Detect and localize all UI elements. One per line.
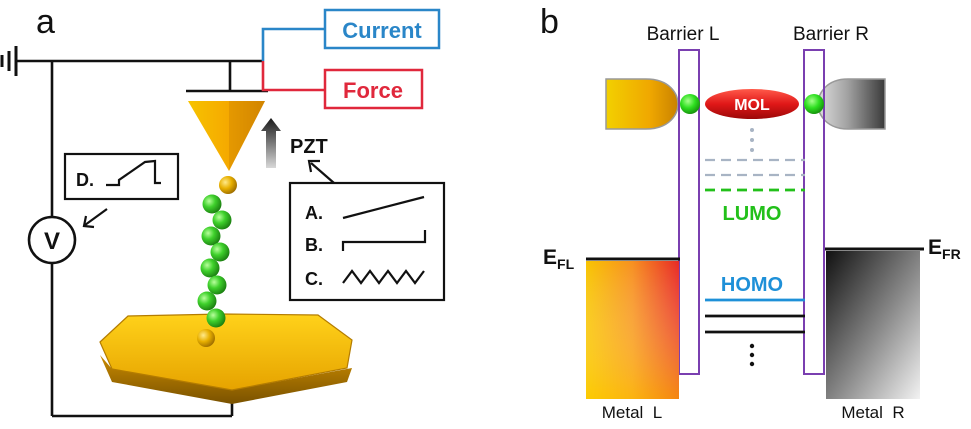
gold-bead-top	[219, 176, 237, 194]
waveform-d-sawtooth	[106, 159, 161, 187]
gray-electrode	[817, 78, 886, 130]
barrier-left-label: Barrier L	[647, 24, 720, 45]
panel-a-label: a	[36, 3, 55, 41]
waveform-b-step	[341, 230, 427, 251]
waveform-d-label: D.	[76, 170, 94, 190]
pzt-pointer-arrow-icon	[307, 159, 335, 184]
green-bead	[210, 242, 230, 262]
barrier-left	[678, 49, 700, 375]
metal-right-band	[826, 251, 920, 399]
circuit-wires	[16, 59, 268, 418]
waveform-b-label: B.	[305, 235, 323, 255]
voltmeter-icon	[27, 215, 77, 265]
fermi-left-label: EFL	[543, 246, 575, 272]
gold-electrode	[605, 78, 679, 130]
green-bead	[201, 226, 221, 246]
vertical-dots-bottom	[749, 343, 755, 367]
gold-substrate	[99, 313, 353, 391]
green-bead	[207, 275, 227, 295]
waveform-c-label: C.	[305, 269, 323, 289]
waveform-d-box	[63, 152, 180, 201]
force-label: Force	[343, 78, 403, 103]
voltmeter-pointer-arrow-icon	[82, 208, 108, 229]
metal-right-label: Metal R	[841, 403, 904, 422]
stm-tip-shade	[229, 101, 265, 171]
pzt-label: PZT	[290, 136, 328, 158]
green-bead	[206, 308, 226, 328]
voltmeter-label: V	[44, 228, 60, 255]
barrier-right-label: Barrier R	[793, 24, 869, 45]
waveform-a-label: A.	[305, 203, 323, 223]
vertical-dots-top	[750, 128, 754, 152]
force-wire	[261, 61, 325, 92]
waveform-c-triangle	[342, 269, 425, 285]
molecule	[705, 89, 799, 119]
panel-b-label: b	[540, 3, 559, 41]
green-bead	[212, 210, 232, 230]
anchor-bead-left	[680, 94, 700, 114]
anchor-bead-right	[804, 94, 824, 114]
green-bead	[200, 258, 220, 278]
molecule-label: MOL	[734, 97, 770, 114]
homo-label: HOMO	[721, 274, 783, 296]
barrier-right	[803, 49, 825, 375]
substrate-side	[100, 355, 352, 404]
current-wire	[261, 27, 325, 61]
stm-tip	[188, 101, 265, 171]
fermi-right-label: EFR	[928, 236, 961, 262]
ground-icon	[0, 46, 18, 76]
green-bead	[202, 194, 222, 214]
pzt-arrow-icon	[261, 118, 281, 168]
waveform-a-ramp	[342, 195, 425, 220]
current-box	[323, 8, 441, 50]
green-bead	[197, 291, 217, 311]
lumo-label: LUMO	[723, 203, 782, 225]
current-label: Current	[342, 18, 422, 43]
force-box	[323, 68, 424, 110]
metal-left-band-shade	[586, 261, 679, 399]
molecular-chain	[197, 176, 237, 347]
gold-bead-bottom	[197, 329, 215, 347]
metal-left-label: Metal L	[602, 403, 662, 422]
